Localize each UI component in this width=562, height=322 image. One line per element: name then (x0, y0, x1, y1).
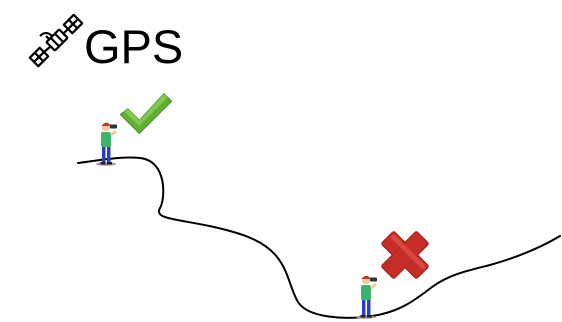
satellite-icon (28, 13, 84, 68)
cross-icon (381, 231, 429, 279)
gps-label: GPS (84, 20, 184, 73)
person-with-binoculars-icon (356, 275, 377, 319)
terrain-profile-line (77, 156, 561, 319)
person-with-binoculars-icon (96, 122, 117, 166)
gps-logo: GPS (26, 10, 186, 76)
checkmark-icon (119, 92, 173, 135)
